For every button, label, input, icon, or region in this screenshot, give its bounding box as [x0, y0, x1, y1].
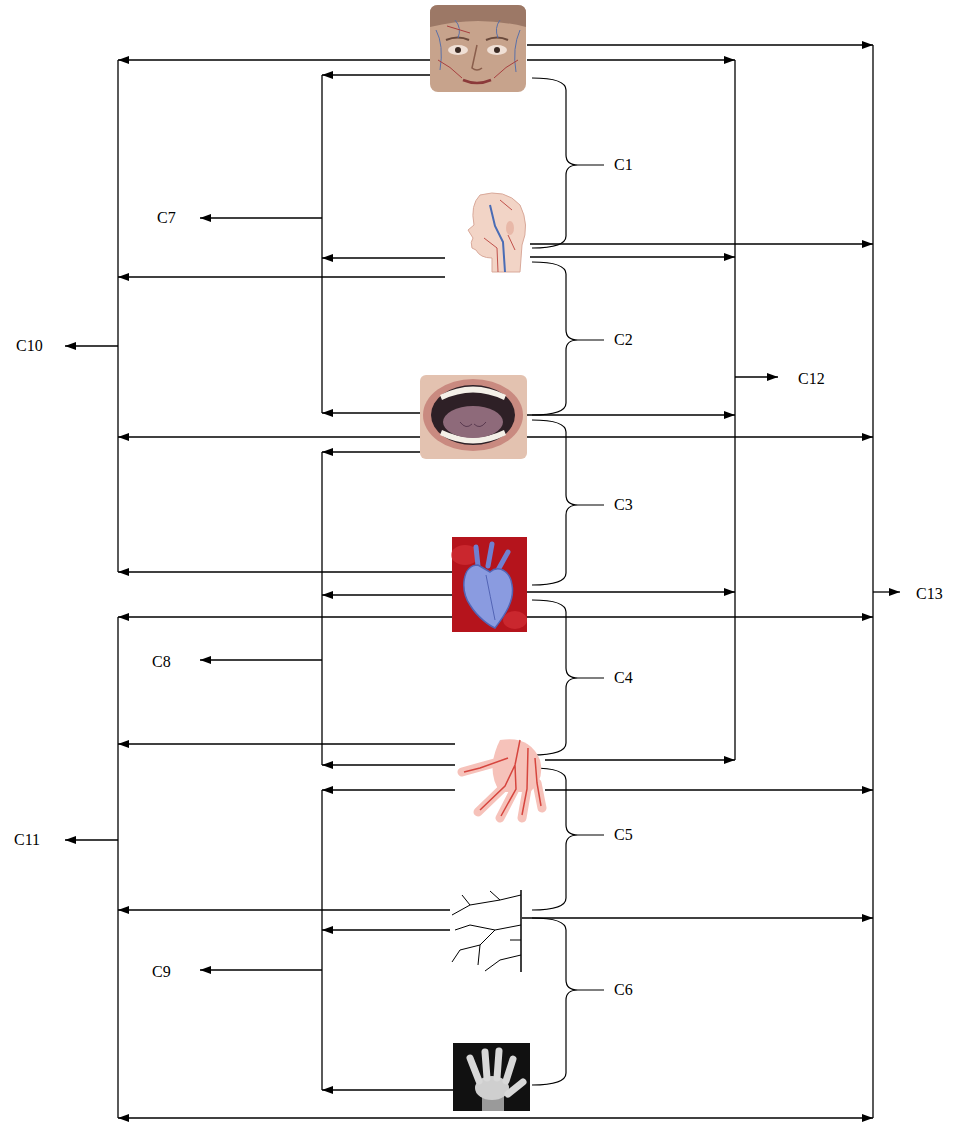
illustration-part: [464, 565, 513, 628]
illustration-part: [472, 45, 482, 70]
arrow-line: [873, 591, 900, 592]
arrow-line: [545, 759, 735, 760]
arrow-line: [527, 414, 735, 415]
brace: [532, 600, 604, 755]
brace: [532, 918, 604, 1085]
arrow-line: [527, 44, 873, 45]
callout-label: C11: [12, 831, 42, 849]
callout-label: C6: [612, 981, 635, 999]
vein-pattern-illustration: [452, 890, 521, 972]
illustration-part: [464, 740, 541, 816]
head-illustration: [468, 193, 526, 272]
illustration-part: [430, 5, 526, 27]
brace: [532, 262, 604, 415]
arrow-line: [735, 376, 778, 377]
wire-group: [65, 45, 900, 1118]
arrow-line: [322, 412, 420, 413]
arrow-line: [200, 217, 322, 218]
illustration-part: [455, 47, 461, 53]
bus-line: [117, 60, 118, 572]
arrow-line: [545, 789, 873, 790]
illustration-part: [460, 422, 486, 427]
illustration-part: [423, 379, 523, 451]
callout-label: C7: [155, 209, 178, 227]
arrow-line: [322, 451, 420, 452]
illustration-part: [520, 890, 522, 972]
illustration-part: [486, 38, 508, 41]
callout-label: C2: [612, 331, 635, 349]
arrow-line: [200, 969, 322, 970]
brace: [532, 420, 604, 585]
illustration-part: [452, 537, 527, 632]
arrow-line: [530, 243, 873, 244]
arrow-line: [322, 764, 455, 765]
arrow-line: [530, 256, 735, 257]
illustration-part: [453, 1043, 530, 1111]
mouth-illustration: [420, 375, 527, 459]
illustration-part: [438, 26, 518, 78]
arrow-line: [322, 1089, 453, 1090]
arrow-line: [118, 1117, 873, 1118]
brace: [532, 78, 604, 248]
arrow-line: [200, 659, 322, 660]
heart-illustration: [451, 537, 527, 632]
arrow-line: [118, 571, 452, 572]
arrow-line: [527, 591, 735, 592]
callout-label: C5: [612, 826, 635, 844]
illustration-part: [494, 47, 500, 53]
illustration-part: [487, 45, 507, 55]
arrow-line: [322, 929, 450, 930]
illustration-part: [443, 406, 503, 438]
arrow-line: [527, 59, 735, 60]
illustration-part: [446, 38, 469, 41]
arrow-line: [118, 59, 430, 60]
bus-line: [321, 790, 322, 1090]
illustration-part: [506, 221, 514, 235]
arrow-line: [65, 839, 118, 840]
callout-label: C13: [914, 585, 945, 603]
hand-vein-illustration: [462, 739, 542, 818]
illustration-part: [462, 762, 542, 818]
arrow-line: [65, 345, 118, 346]
illustration-part: [484, 200, 515, 272]
brace-group: [532, 78, 604, 1085]
arrow-line: [522, 917, 873, 918]
arrow-line: [322, 74, 430, 75]
illustration-part: [452, 891, 521, 971]
bus-line: [321, 75, 322, 413]
callout-label: C3: [612, 496, 635, 514]
arrow-line: [322, 594, 452, 595]
illustration-part: [420, 375, 527, 459]
illustration-part: [431, 385, 515, 445]
callout-label: C4: [612, 669, 635, 687]
callout-label: C12: [796, 370, 827, 388]
arrow-line: [118, 276, 445, 277]
bus-line: [117, 617, 118, 1118]
illustration-part: [463, 80, 491, 83]
illustration-part: [470, 1051, 523, 1094]
callout-label: C8: [150, 653, 173, 671]
arrow-line: [322, 789, 455, 790]
illustration-part: [448, 45, 468, 55]
arrow-line: [118, 743, 455, 744]
bus-line: [734, 60, 735, 760]
illustration-part: [486, 575, 495, 620]
illustration-part: [440, 387, 506, 401]
arrow-line: [322, 257, 445, 258]
illustration-part: [503, 611, 527, 629]
illustration-part: [468, 193, 526, 272]
callout-label: C1: [612, 156, 635, 174]
callout-label: C9: [150, 963, 173, 981]
arrow-line: [118, 909, 450, 910]
bus-line: [872, 45, 873, 1118]
face-illustration: [430, 5, 526, 92]
illustration-part: [436, 20, 520, 72]
illustration-part: [430, 5, 526, 92]
callout-label: C10: [14, 337, 45, 355]
xray-hand-illustration: [453, 1043, 530, 1111]
bus-line: [321, 452, 322, 765]
